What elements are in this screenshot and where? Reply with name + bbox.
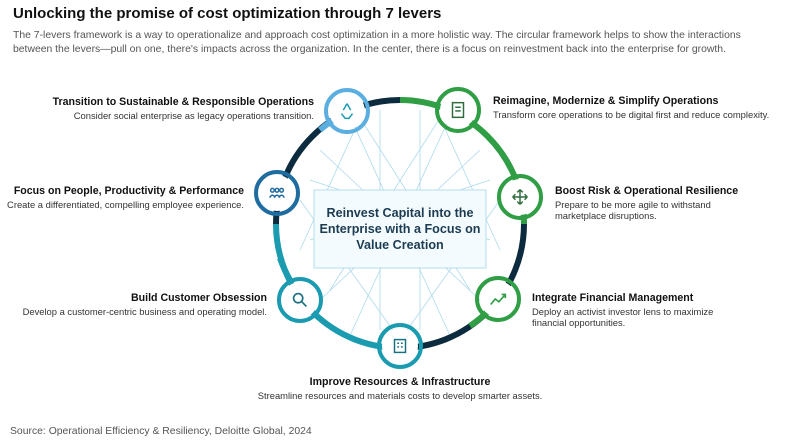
lever-resources: Improve Resources & Infrastructure Strea… (250, 376, 550, 401)
center-box (313, 189, 487, 269)
center-focus-text: Reinvest Capital into the Enterprise wit… (319, 206, 481, 252)
lever-description: Prepare to be more agile to withstand ma… (555, 198, 711, 222)
reimagine-node (435, 87, 481, 133)
lever-financial: Integrate Financial Management Deploy an… (532, 292, 722, 329)
page-title: Unlocking the promise of cost optimizati… (13, 5, 442, 22)
document-icon (451, 101, 465, 119)
resources-node (377, 323, 423, 369)
lever-customer: Build Customer Obsession Develop a custo… (7, 292, 267, 317)
magnifier-icon (292, 292, 308, 308)
lever-title: Improve Resources & Infrastructure (309, 376, 491, 388)
lever-title: Boost Risk & Operational Resilience (555, 185, 739, 197)
people-icon (269, 187, 285, 198)
people-node (254, 170, 300, 216)
chart-icon (490, 293, 507, 306)
lever-title: Reimagine, Modernize & Simplify Operatio… (493, 95, 719, 107)
lever-sustainable: Transition to Sustainable & Responsible … (14, 96, 314, 121)
intro-paragraph: The 7-levers framework is a way to opera… (13, 30, 741, 55)
lever-description: Deploy an activist investor lens to maxi… (532, 305, 714, 329)
lever-description: Consider social enterprise as legacy ope… (73, 109, 314, 121)
lever-description: Streamline resources and materials costs… (257, 389, 543, 401)
lever-reimagine: Reimagine, Modernize & Simplify Operatio… (493, 95, 793, 120)
lever-description: Develop a customer-centric business and … (22, 305, 267, 317)
lever-title: Integrate Financial Management (532, 292, 694, 304)
lever-title: Build Customer Obsession (131, 292, 267, 304)
lever-people: Focus on People, Productivity & Performa… (4, 185, 244, 210)
lever-risk: Boost Risk & Operational Resilience Prep… (555, 185, 739, 222)
sustainable-node (324, 88, 370, 134)
risk-node (497, 174, 543, 220)
lever-description: Transform core operations to be digital … (493, 108, 770, 120)
lever-description: Create a differentiated, compelling empl… (7, 198, 244, 210)
source-note: Source: Operational Efficiency & Resilie… (10, 426, 312, 437)
recycle-icon (340, 103, 354, 120)
lever-title: Transition to Sustainable & Responsible … (52, 96, 314, 108)
building-icon (393, 338, 407, 354)
lever-title: Focus on People, Productivity & Performa… (13, 185, 244, 197)
customer-node (277, 277, 323, 323)
arrows-icon (512, 189, 528, 205)
financial-node (475, 276, 521, 322)
